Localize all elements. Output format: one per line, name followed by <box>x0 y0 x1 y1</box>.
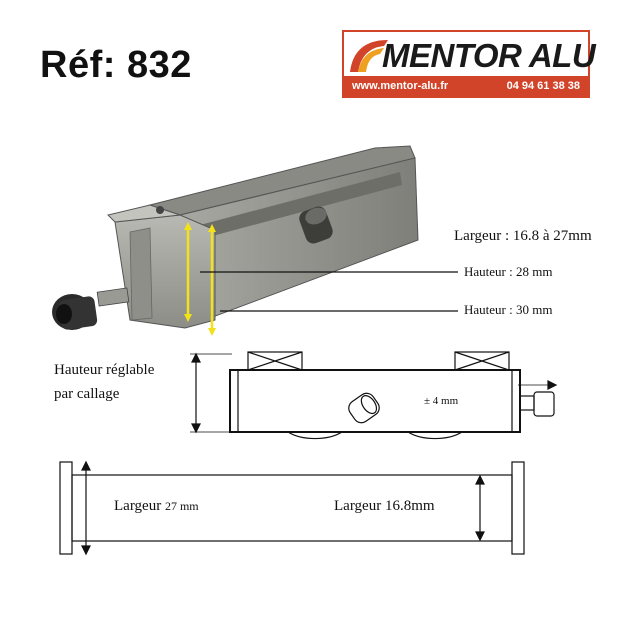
largeur-range-label: Largeur : 16.8 à 27mm <box>454 228 592 244</box>
top-view-drawing <box>59 460 525 556</box>
mentor-alu-logo: MENTOR ALU www.mentor-alu.fr 04 94 61 38… <box>342 30 596 98</box>
logo-phone[interactable]: 04 94 61 38 38 <box>506 80 580 92</box>
width-max-value: 27 mm <box>164 499 199 513</box>
carriage-photo <box>52 145 458 336</box>
logo-website[interactable]: www.mentor-alu.fr <box>352 80 449 92</box>
adjustable-height-label-line1: Hauteur réglable <box>54 362 155 378</box>
width-max-label: Largeur 27 mm <box>114 498 199 515</box>
adjustable-height-label-line2: par callage <box>54 386 120 402</box>
width-min-label: Largeur 16.8mm <box>334 498 435 514</box>
logo-brand-text: MENTOR ALU <box>382 37 596 74</box>
reference-title: Réf: 832 <box>40 44 192 86</box>
logo-swoosh-icon <box>350 40 388 72</box>
side-view-drawing <box>190 351 558 440</box>
logo-footer: www.mentor-alu.fr 04 94 61 38 38 <box>344 76 588 96</box>
width-max-caption: Largeur <box>114 498 162 514</box>
hauteur-28-label: Hauteur : 28 mm <box>464 264 553 279</box>
adjust-value-label: ± 4 mm <box>424 395 459 407</box>
hauteur-30-label: Hauteur : 30 mm <box>464 302 553 317</box>
logo-band: MENTOR ALU <box>344 32 596 78</box>
